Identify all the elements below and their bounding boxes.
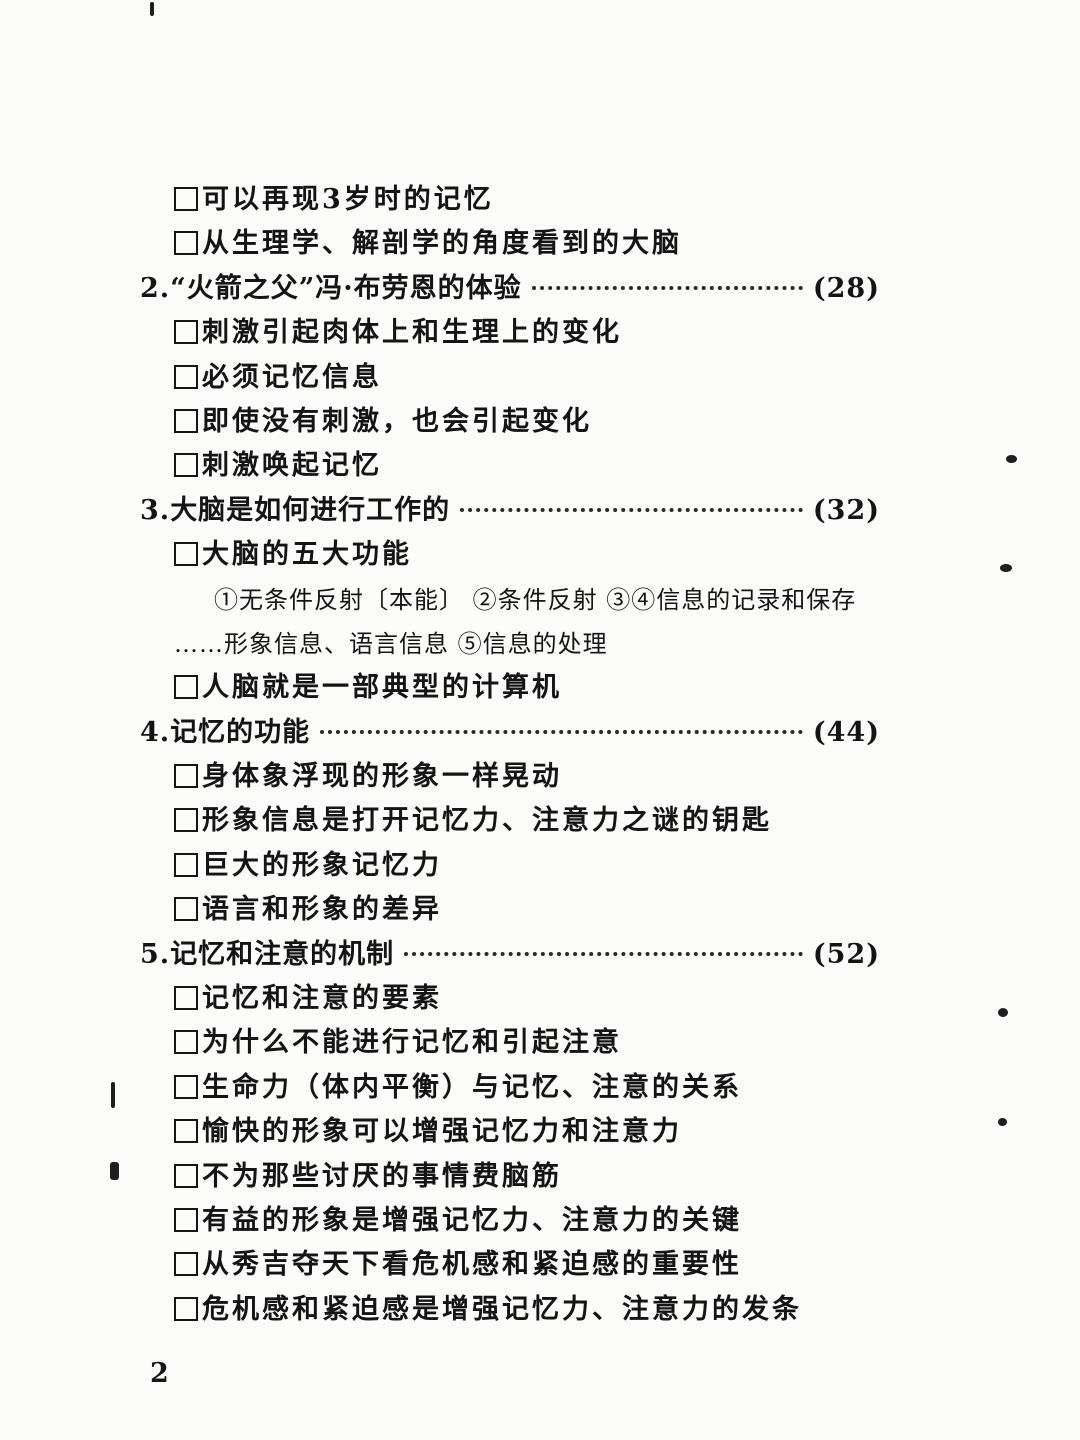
checkbox-square-icon <box>174 320 198 345</box>
detail-text: ……形象信息、语言信息 ⑤信息的处理 <box>174 629 608 658</box>
subtopic-text: 危机感和紧迫感是增强记忆力、注意力的发条 <box>202 1293 802 1325</box>
scan-speck <box>111 1082 115 1108</box>
scan-speck <box>998 1008 1008 1017</box>
section-number: 3. <box>140 494 171 526</box>
subtopic-text: 必须记忆信息 <box>202 361 382 393</box>
subtopic-text: 不为那些讨厌的事情费脑筋 <box>202 1160 562 1192</box>
checkbox-square-icon <box>174 1163 198 1188</box>
section-page-number: (28) <box>812 272 880 304</box>
subtopic-text: 语言和形象的差异 <box>202 894 442 926</box>
scan-speck <box>1006 455 1017 463</box>
checkbox-square-icon <box>174 453 198 478</box>
toc-subtopic-entry: 巨大的形象记忆力 <box>140 844 880 888</box>
toc-subtopic-entry: 从生理学、解剖学的角度看到的大脑 <box>140 222 880 266</box>
section-number: 2. <box>140 272 171 304</box>
checkbox-square-icon <box>174 986 198 1011</box>
section-title: 大脑是如何进行工作的 <box>170 494 451 526</box>
scan-speck <box>1000 564 1012 572</box>
toc-subtopic-entry: 愉快的形象可以增强记忆力和注意力 <box>140 1110 880 1154</box>
toc-subtopic-entry: 身体象浮现的形象一样晃动 <box>140 755 880 799</box>
checkbox-square-icon <box>174 231 198 256</box>
subtopic-text: 身体象浮现的形象一样晃动 <box>202 761 562 793</box>
section-page-number: (44) <box>812 716 880 748</box>
toc-detail-line: ①无条件反射〔本能〕 ②条件反射 ③④信息的记录和保存 <box>140 578 880 622</box>
section-page-number: (52) <box>812 938 880 970</box>
toc-subtopic-entry: 为什么不能进行记忆和引起注意 <box>140 1021 880 1065</box>
detail-text: ①无条件反射〔本能〕 ②条件反射 ③④信息的记录和保存 <box>214 585 857 614</box>
checkbox-square-icon <box>174 1030 198 1055</box>
scan-speck <box>150 2 154 16</box>
checkbox-square-icon <box>174 542 198 567</box>
subtopic-text: 刺激唤起记忆 <box>202 450 382 482</box>
page-number: 2 <box>150 1358 169 1389</box>
toc-subtopic-entry: 危机感和紧迫感是增强记忆力、注意力的发条 <box>140 1288 880 1332</box>
toc-section-entry: 2.“火箭之父”冯·布劳恩的体验 (28) <box>140 267 880 311</box>
subtopic-text: 有益的形象是增强记忆力、注意力的关键 <box>202 1204 742 1236</box>
section-title: “火箭之父”冯·布劳恩的体验 <box>170 272 522 304</box>
checkbox-square-icon <box>174 675 198 700</box>
checkbox-square-icon <box>174 764 198 789</box>
toc-subtopic-entry: 必须记忆信息 <box>140 356 880 400</box>
subtopic-text: 巨大的形象记忆力 <box>202 849 442 881</box>
scan-speck <box>998 1118 1007 1126</box>
toc-section-entry: 4.记忆的功能 (44) <box>140 711 880 755</box>
checkbox-square-icon <box>174 187 198 211</box>
checkbox-square-icon <box>174 364 198 389</box>
checkbox-square-icon <box>174 408 198 433</box>
scan-speck <box>110 1162 119 1180</box>
toc-subtopic-entry: 记忆和注意的要素 <box>140 977 880 1021</box>
subtopic-text: 从秀吉夺天下看危机感和紧迫感的重要性 <box>202 1249 742 1281</box>
subtopic-text: 愉快的形象可以增强记忆力和注意力 <box>202 1116 682 1148</box>
toc-subtopic-entry: 不为那些讨厌的事情费脑筋 <box>140 1155 880 1199</box>
subtopic-text: 即使没有刺激，也会引起变化 <box>202 405 592 437</box>
toc-subtopic-entry: 从秀吉夺天下看危机感和紧迫感的重要性 <box>140 1243 880 1287</box>
checkbox-square-icon <box>174 1207 198 1232</box>
toc-subtopic-entry: 即使没有刺激，也会引起变化 <box>140 400 880 444</box>
section-title: 记忆和注意的机制 <box>170 938 395 970</box>
toc-section-entry: 3.大脑是如何进行工作的 (32) <box>140 489 880 533</box>
toc-subtopic-entry: 可以再现3岁时的记忆 <box>140 178 880 222</box>
dot-leader <box>460 507 803 512</box>
checkbox-square-icon <box>174 1252 198 1277</box>
toc-subtopic-entry: 形象信息是打开记忆力、注意力之谜的钥匙 <box>140 799 880 843</box>
subtopic-text: 可以再现3岁时的记忆 <box>202 184 494 215</box>
section-number: 4. <box>140 716 171 748</box>
checkbox-square-icon <box>174 1296 198 1321</box>
subtopic-text: 形象信息是打开记忆力、注意力之谜的钥匙 <box>202 805 772 837</box>
toc-section-entry: 5.记忆和注意的机制 (52) <box>140 933 880 977</box>
checkbox-square-icon <box>174 897 198 922</box>
section-page-number: (32) <box>812 494 880 526</box>
dot-leader <box>404 951 803 956</box>
table-of-contents: 可以再现3岁时的记忆从生理学、解剖学的角度看到的大脑 2.“火箭之父”冯·布劳恩的… <box>140 178 880 1332</box>
checkbox-square-icon <box>174 852 198 877</box>
checkbox-square-icon <box>174 1074 198 1099</box>
dot-leader <box>531 285 803 290</box>
section-number: 5. <box>140 938 171 970</box>
section-title: 记忆的功能 <box>170 716 311 748</box>
toc-subtopic-entry: 人脑就是一部典型的计算机 <box>140 666 880 710</box>
subtopic-text: 为什么不能进行记忆和引起注意 <box>202 1027 622 1059</box>
subtopic-text: 生命力（体内平衡）与记忆、注意的关系 <box>202 1071 742 1103</box>
subtopic-text: 记忆和注意的要素 <box>202 983 442 1015</box>
subtopic-text: 人脑就是一部典型的计算机 <box>202 672 562 704</box>
toc-subtopic-entry: 语言和形象的差异 <box>140 888 880 932</box>
toc-subtopic-entry: 刺激唤起记忆 <box>140 444 880 488</box>
toc-subtopic-entry: 大脑的五大功能 <box>140 533 880 577</box>
dot-leader <box>320 729 803 734</box>
subtopic-text: 刺激引起肉体上和生理上的变化 <box>202 317 622 349</box>
subtopic-text: 大脑的五大功能 <box>202 539 412 571</box>
toc-subtopic-entry: 生命力（体内平衡）与记忆、注意的关系 <box>140 1066 880 1110</box>
checkbox-square-icon <box>174 808 198 833</box>
toc-subtopic-entry: 有益的形象是增强记忆力、注意力的关键 <box>140 1199 880 1243</box>
toc-detail-line: ……形象信息、语言信息 ⑤信息的处理 <box>140 622 880 666</box>
toc-subtopic-entry: 刺激引起肉体上和生理上的变化 <box>140 311 880 355</box>
subtopic-text: 从生理学、解剖学的角度看到的大脑 <box>202 228 682 260</box>
checkbox-square-icon <box>174 1119 198 1144</box>
